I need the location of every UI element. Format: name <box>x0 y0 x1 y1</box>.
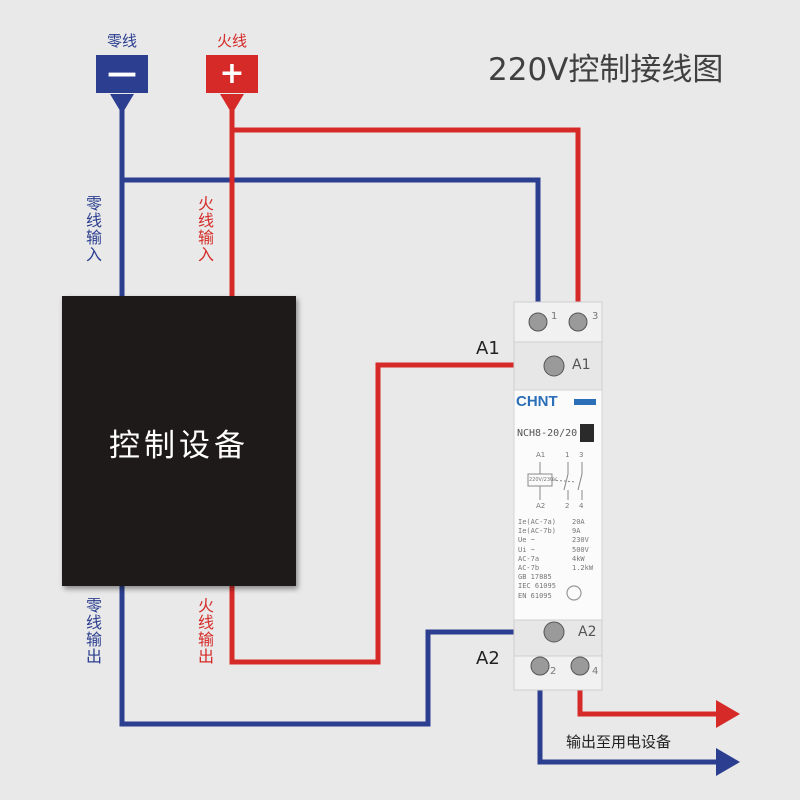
contactor-module <box>513 301 603 691</box>
neutral-top-label: 零线 <box>106 32 137 50</box>
schematic-label-a2: A2 <box>536 502 546 510</box>
spec-key: Ue ~ <box>518 536 535 545</box>
schematic-label-3: 3 <box>579 451 584 459</box>
spec-value: 230V <box>572 536 589 545</box>
contactor-brand-logo: CHNT <box>516 393 558 410</box>
spec-key: AC-7b <box>518 564 540 572</box>
diagram-title: 220V控制接线图 <box>488 52 724 88</box>
live-input-label: 火线输入 <box>195 195 214 263</box>
terminal-a2-label: A2 <box>578 624 597 640</box>
terminal-a1-label: A1 <box>572 357 591 373</box>
terminal-1-label: 1 <box>551 311 558 322</box>
output-neutral-wire <box>537 672 718 765</box>
schematic-coil-label: 220V/230V <box>529 477 557 483</box>
schematic-label-1: 1 <box>565 451 570 459</box>
spec-value: 9A <box>572 527 581 536</box>
live-wires <box>229 106 718 717</box>
brand-stripe <box>574 399 596 405</box>
spec-value: 500V <box>572 545 589 554</box>
control-device-label: 控制设备 <box>109 428 249 464</box>
contactor-bottom-block <box>513 655 603 691</box>
spec-key: Ie(AC-7a) <box>518 518 556 526</box>
terminal-4-label: 4 <box>592 666 599 677</box>
schematic-label-2: 2 <box>565 502 570 510</box>
neutral-down-arrow <box>110 94 134 114</box>
output-neutral-arrowhead <box>716 748 740 776</box>
output-label: 输出至用电设备 <box>566 733 672 751</box>
terminal-a2-screw <box>543 621 565 643</box>
spec-key: GB 17885 <box>518 573 552 582</box>
live-down-arrow <box>220 94 244 114</box>
live-top-label: 火线 <box>216 32 247 50</box>
schematic-label-4: 4 <box>579 502 584 510</box>
neutral-output-label: 零线输出 <box>83 597 102 665</box>
live-to-terminal3-wire <box>232 127 581 318</box>
live-sign-icon: + <box>206 55 258 93</box>
spec-value: 4kW <box>572 554 585 563</box>
certification-mark <box>566 585 582 601</box>
output-live-arrowhead <box>716 700 740 728</box>
pin-a2-label: A2 <box>476 648 500 669</box>
terminal-3-label: 3 <box>592 311 599 322</box>
spec-key: Ui ~ <box>518 545 535 554</box>
schematic-label-a1: A1 <box>536 451 546 459</box>
indicator-window <box>580 424 594 442</box>
terminal-2-screw <box>530 656 550 676</box>
spec-key: AC-7a <box>518 554 540 563</box>
control-device-box: 控制设备 <box>62 296 296 586</box>
terminal-3-screw <box>568 312 588 332</box>
neutral-output-wire <box>119 584 548 727</box>
neutral-wires <box>119 106 718 765</box>
contactor-top-block <box>513 301 603 343</box>
live-output-wire <box>229 362 548 665</box>
live-output-label: 火线输出 <box>195 597 214 665</box>
neutral-sign-icon: — <box>96 55 148 93</box>
terminal-a1-screw <box>543 355 565 377</box>
contactor-model: NCH8-20/20 <box>517 428 578 439</box>
pin-a1-label: A1 <box>476 338 500 359</box>
contactor-schematic <box>527 462 583 500</box>
spec-value: 1.2kW <box>572 564 594 572</box>
spec-value: 20A <box>572 518 585 526</box>
terminal-2-label: 2 <box>550 666 557 677</box>
terminal-1-screw <box>528 312 548 332</box>
spec-key: IEC 61095 <box>518 582 556 591</box>
terminal-4-screw <box>570 656 590 676</box>
spec-key: Ie(AC-7b) <box>518 527 556 536</box>
neutral-to-terminal1-wire <box>122 177 541 318</box>
spec-key: EN 61095 <box>518 591 552 600</box>
neutral-input-label: 零线输入 <box>83 195 102 263</box>
